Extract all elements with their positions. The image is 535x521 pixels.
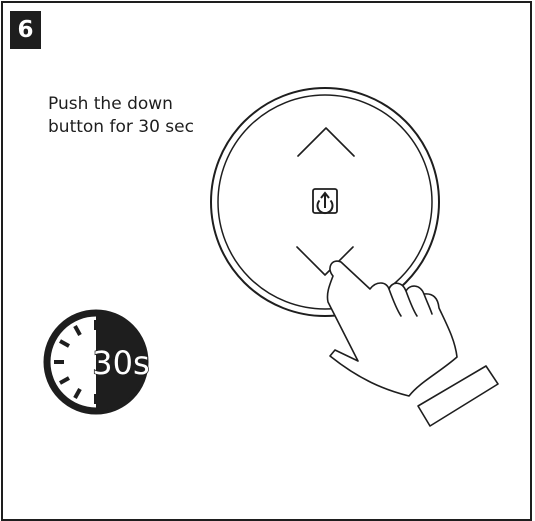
illustration: 30s — [0, 0, 535, 510]
timer-30s: 30s — [47, 313, 150, 411]
remote-control — [211, 88, 439, 316]
timer-label: 30s — [92, 344, 149, 382]
pointing-hand-icon — [327, 261, 498, 426]
pairing-arrow-icon — [313, 189, 337, 213]
